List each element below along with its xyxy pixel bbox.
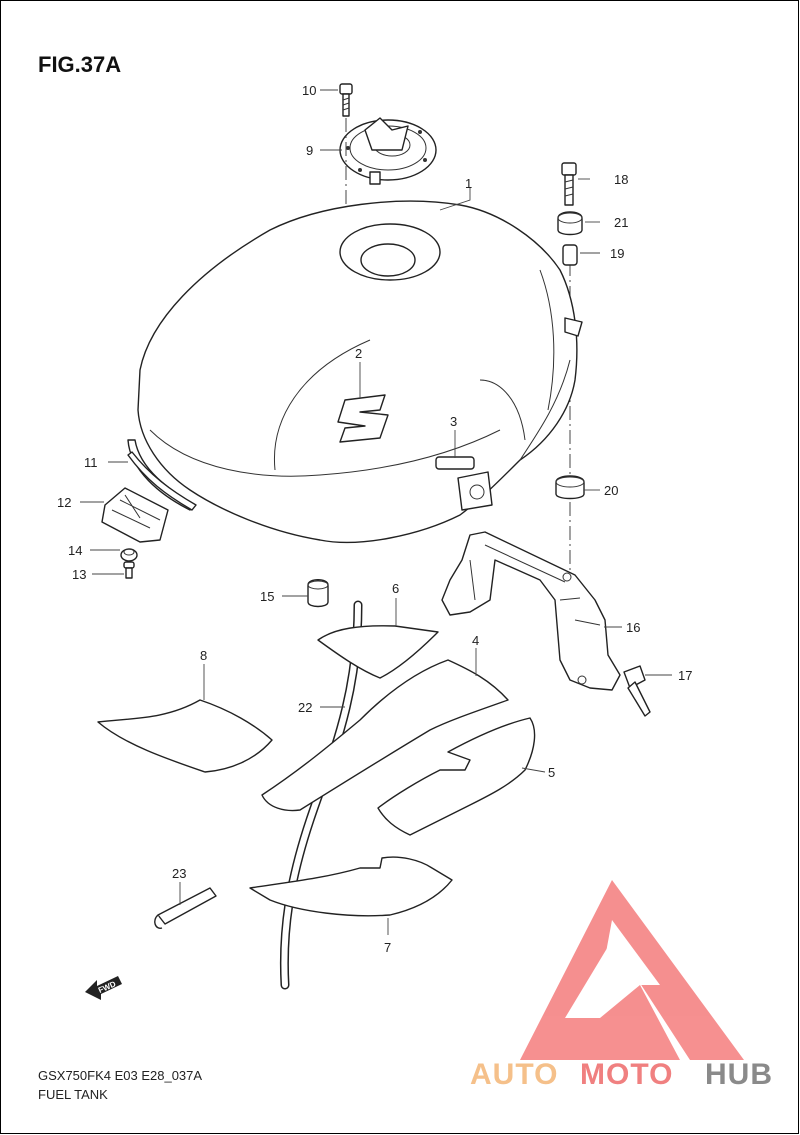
part-15-cushion [307, 579, 329, 608]
svg-text:HUB: HUB [705, 1058, 773, 1091]
callout-19: 19 [610, 246, 624, 261]
callout-14: 14 [68, 543, 82, 558]
part-19-spacer [562, 244, 578, 266]
figure-code: GSX750FK4 E03 E28_037A [38, 1068, 202, 1083]
callout-18: 18 [614, 172, 628, 187]
callout-4: 4 [472, 633, 479, 648]
part-3-label [435, 456, 475, 470]
callout-6: 6 [392, 581, 399, 596]
callout-17: 17 [678, 668, 692, 683]
callout-7: 7 [384, 940, 391, 955]
callout-21: 21 [614, 215, 628, 230]
part-12-cushion [101, 487, 169, 543]
callout-10: 10 [302, 83, 316, 98]
callout-15: 15 [260, 589, 274, 604]
part-1-fuel-tank [127, 200, 583, 544]
callout-20: 20 [604, 483, 618, 498]
part-6-pad [317, 625, 439, 679]
part-8-pad [97, 699, 273, 773]
svg-text:FWD: FWD [97, 979, 118, 995]
part-2-emblem [337, 394, 389, 443]
part-20-mount-rubber [555, 475, 585, 500]
leader-lines [80, 89, 672, 935]
part-13-screw [123, 561, 135, 579]
part-21-collar [557, 211, 583, 236]
svg-text:AUTO: AUTO [470, 1058, 558, 1091]
part-22-hose-inner [281, 602, 361, 988]
part-10-bolt [339, 83, 353, 117]
watermark-logo [520, 880, 744, 1060]
callout-9: 9 [306, 143, 313, 158]
part-4-insulator [261, 659, 509, 812]
fwd-arrow-icon: FWD [85, 976, 122, 1000]
part-5-insulator [377, 717, 536, 836]
callout-13: 13 [72, 567, 86, 582]
figure-caption: FUEL TANK [38, 1087, 108, 1102]
callout-2: 2 [355, 346, 362, 361]
callout-11: 11 [84, 455, 98, 470]
part-17-bolt [623, 665, 651, 717]
callout-5: 5 [548, 765, 555, 780]
callout-3: 3 [450, 414, 457, 429]
callout-1: 1 [465, 176, 472, 191]
svg-text:MOTO: MOTO [580, 1058, 673, 1091]
callout-23: 23 [172, 866, 186, 881]
part-23-clip [154, 887, 217, 929]
part-7-insulator [249, 856, 453, 917]
watermark-text: AUTO MOTO HUB [470, 1058, 773, 1091]
callout-22: 22 [298, 700, 312, 715]
part-11-strip [127, 451, 197, 511]
callout-12: 12 [57, 495, 71, 510]
part-9-fuel-cap [339, 117, 437, 185]
callout-16: 16 [626, 620, 640, 635]
part-14-grommet [120, 548, 138, 562]
part-18-bolt [561, 162, 577, 206]
part-16-bracket [441, 531, 621, 691]
callout-8: 8 [200, 648, 207, 663]
figure-title: FIG.37A [38, 52, 121, 77]
